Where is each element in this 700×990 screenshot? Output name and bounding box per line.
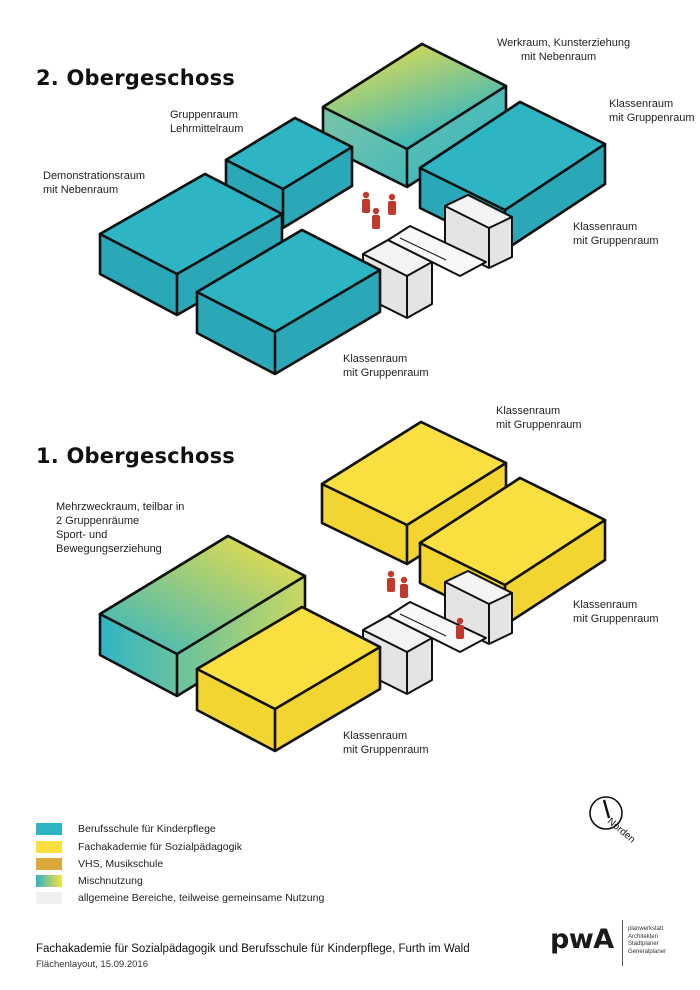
person-icon <box>456 617 464 639</box>
block-circulation-2 <box>362 194 513 319</box>
floor-1-blocks <box>98 420 607 753</box>
legend-item: Berufsschule für Kinderpflege <box>36 822 216 836</box>
block-circulation-1 <box>362 570 513 695</box>
person-icons <box>362 191 464 639</box>
floor-title-2: 2. Obergeschoss <box>36 66 235 90</box>
block-klassenraum-s <box>195 228 382 376</box>
logo: pwA <box>550 924 614 955</box>
person-icon <box>362 191 370 213</box>
logo-divider <box>622 920 623 966</box>
footer-subtitle: Flächenlayout, 15.09.2016 <box>36 959 148 970</box>
person-icon <box>387 570 395 592</box>
legend-item: VHS, Musikschule <box>36 857 163 871</box>
legend-swatch <box>36 892 62 904</box>
legend-item: allgemeine Bereiche, teilweise gemeinsam… <box>36 891 324 905</box>
legend-swatch <box>36 841 62 853</box>
room-label: Gruppenraum Lehrmittelraum <box>170 109 244 135</box>
person-icon <box>388 193 396 215</box>
room-label: Werkraum, Kunsterziehung mit Nebenraum <box>497 37 631 63</box>
room-label: Klassenraum mit Gruppenraum <box>343 730 429 756</box>
north-arrow-icon <box>589 796 623 830</box>
room-label: Klassenraum mit Gruppenraum <box>573 599 659 625</box>
person-icon <box>372 207 380 229</box>
legend-item: Fachakademie für Sozialpädagogik <box>36 840 242 854</box>
floor-2-blocks <box>98 42 607 376</box>
legend-item: Mischnutzung <box>36 874 143 888</box>
logo-subtitle: planwerkstatt Architekten Stadtplaner Ge… <box>628 926 667 955</box>
room-label: Klassenraum mit Gruppenraum <box>343 353 429 379</box>
room-label: Klassenraum mit Gruppenraum <box>496 405 582 431</box>
person-icon <box>400 576 408 598</box>
floor-title-1: 1. Obergeschoss <box>36 444 235 468</box>
room-label: Mehrzweckraum, teilbar in 2 Gruppenräume… <box>56 501 185 555</box>
legend-swatch <box>36 823 62 835</box>
room-label: Demonstrationsraum mit Nebenraum <box>43 170 146 196</box>
footer-title: Fachakademie für Sozialpädagogik und Ber… <box>36 943 470 955</box>
legend-swatch <box>36 858 62 870</box>
room-label: Klassenraum mit Gruppenraum <box>609 98 695 124</box>
legend-swatch <box>36 875 62 887</box>
block-klassenraum-s-1 <box>195 605 382 753</box>
room-label: Klassenraum mit Gruppenraum <box>573 221 659 247</box>
